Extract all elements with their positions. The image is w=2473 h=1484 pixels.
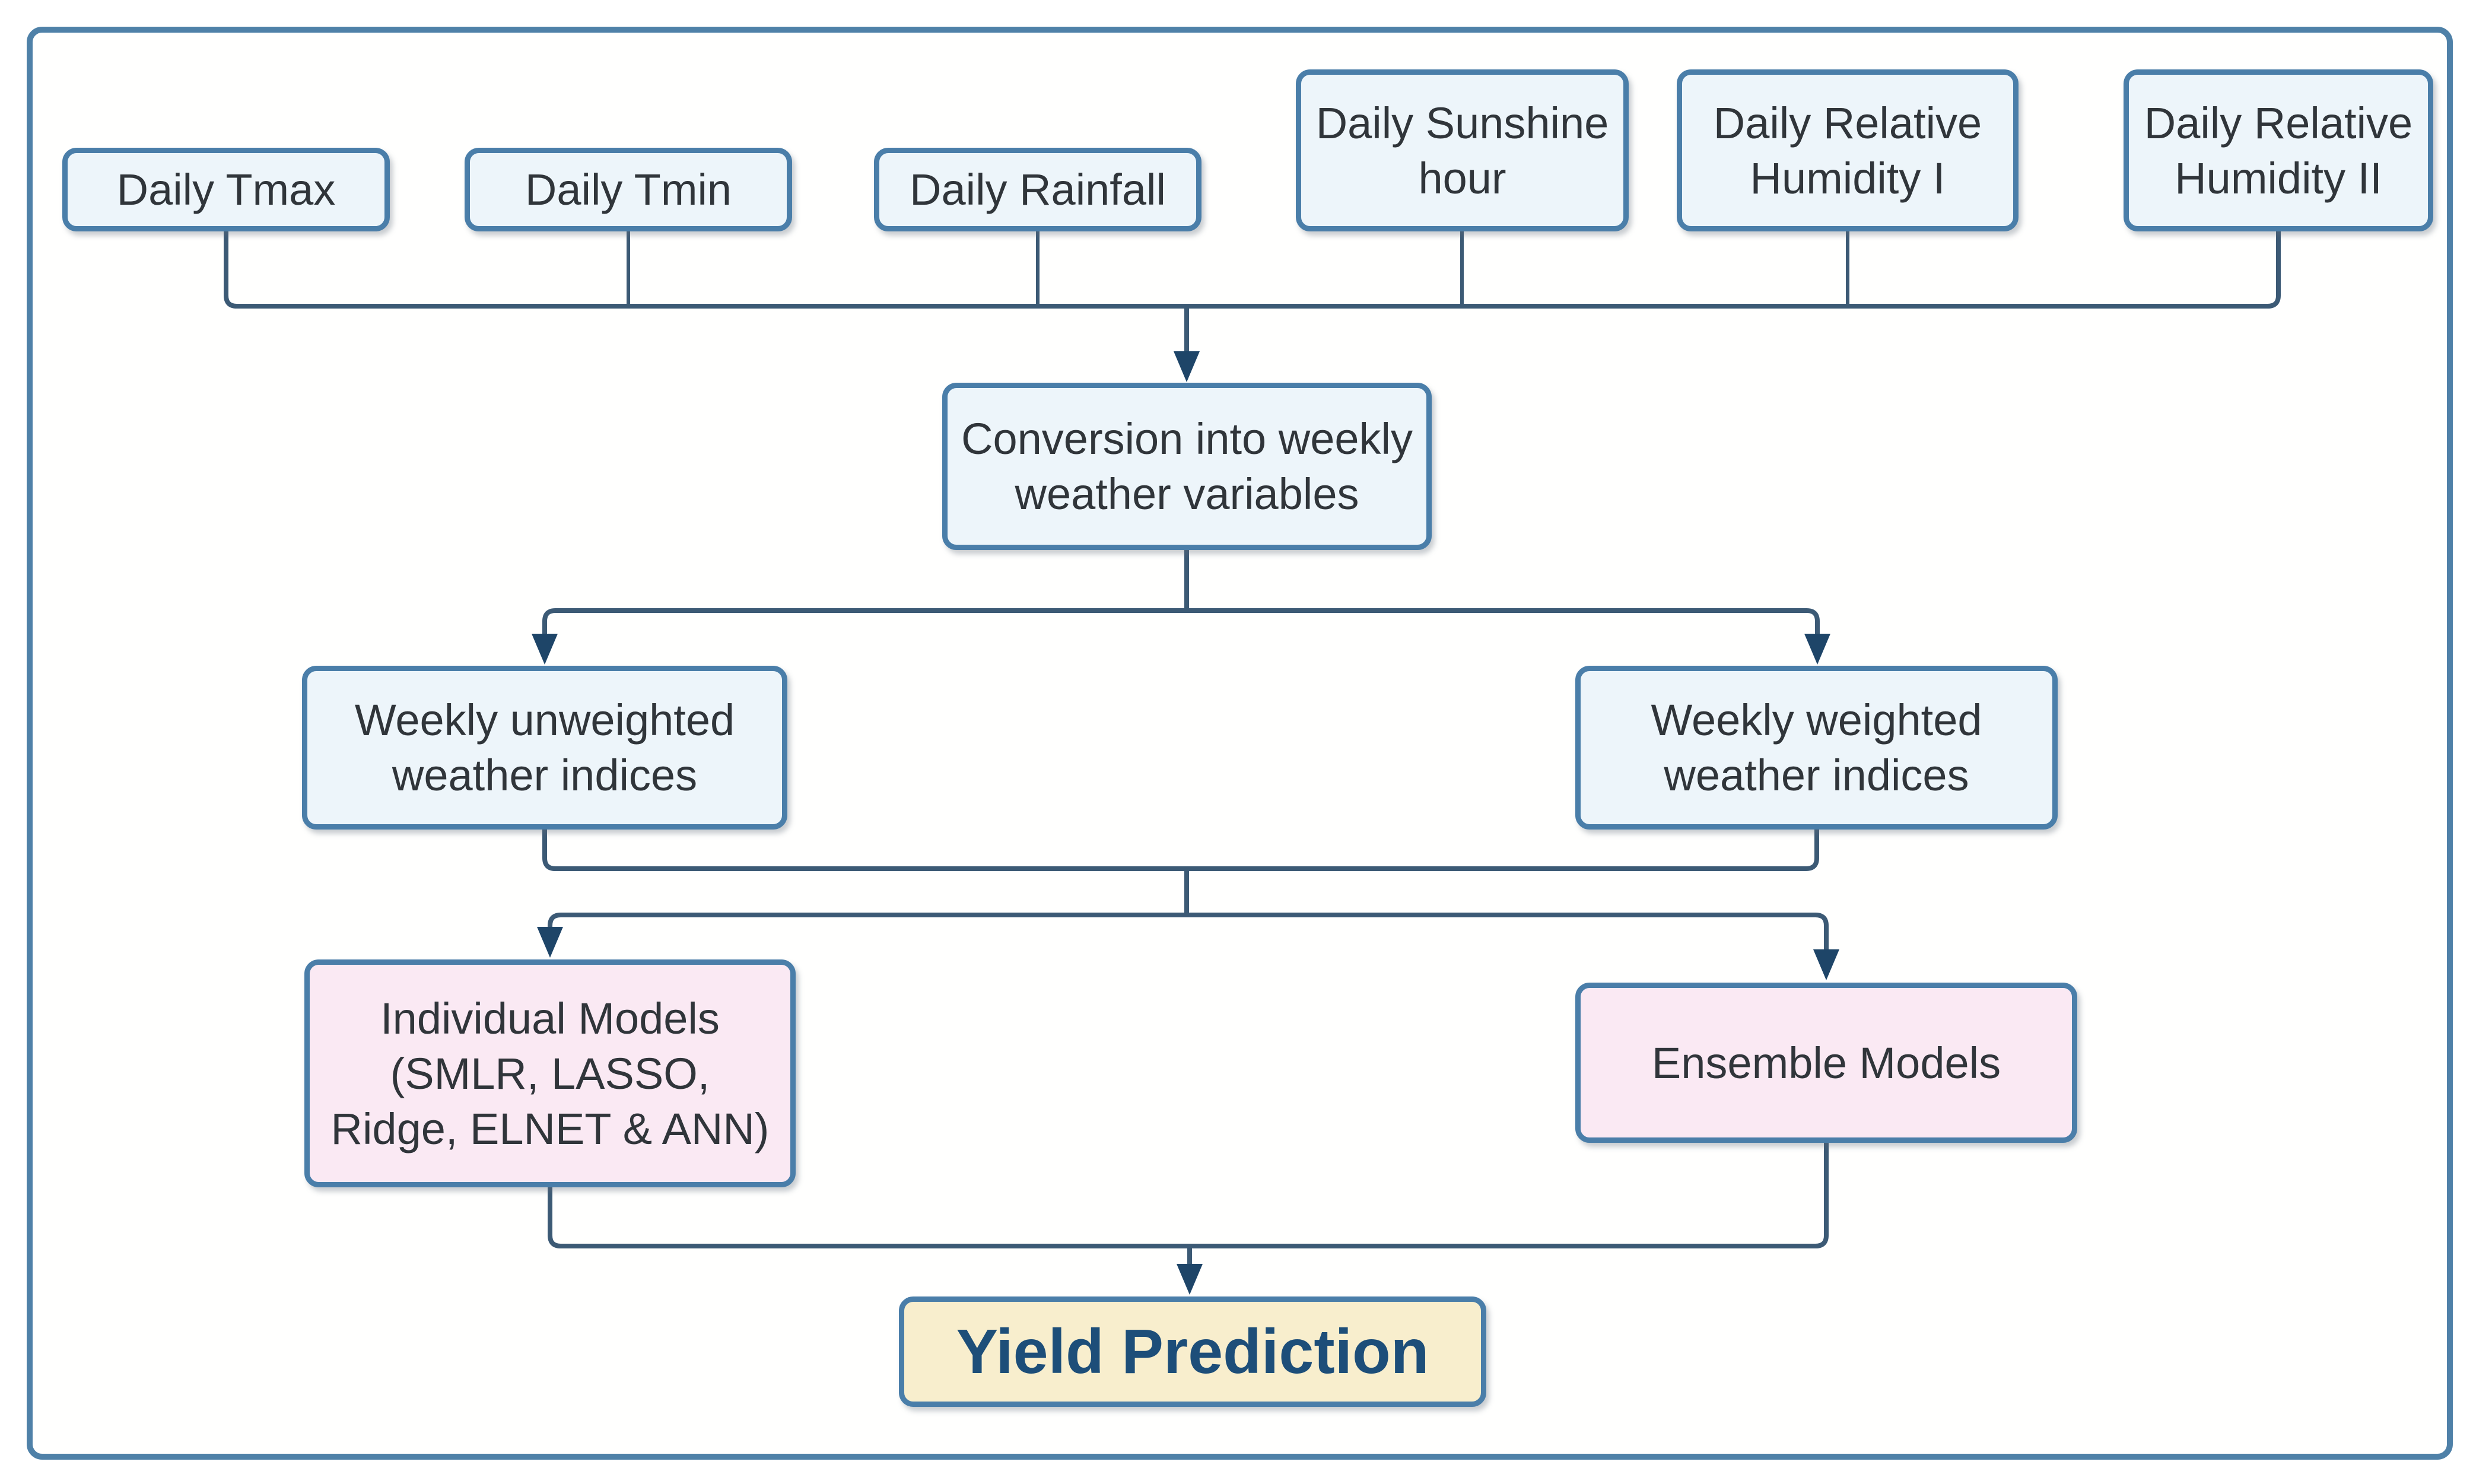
node-daily-rainfall: Daily Rainfall bbox=[874, 148, 1201, 231]
node-label: Daily Sunshine hour bbox=[1315, 98, 1609, 203]
node-label: Weekly unweighted weather indices bbox=[354, 695, 735, 800]
node-label: Daily Tmin bbox=[525, 165, 732, 214]
node-daily-tmax: Daily Tmax bbox=[62, 148, 390, 231]
node-daily-relative-humidity-2: Daily Relative Humidity II bbox=[2124, 69, 2433, 231]
node-label: Conversion into weekly weather variables bbox=[961, 414, 1413, 519]
node-label: Yield Prediction bbox=[956, 1317, 1429, 1387]
node-label: Individual Models (SMLR, LASSO, Ridge, E… bbox=[330, 993, 770, 1153]
node-conversion-weekly: Conversion into weekly weather variables bbox=[942, 383, 1432, 550]
node-label: Daily Tmax bbox=[116, 165, 336, 214]
node-weekly-weighted-indices: Weekly weighted weather indices bbox=[1575, 666, 2058, 830]
node-yield-prediction: Yield Prediction bbox=[899, 1296, 1486, 1407]
node-ensemble-models: Ensemble Models bbox=[1575, 983, 2077, 1143]
node-weekly-unweighted-indices: Weekly unweighted weather indices bbox=[302, 666, 787, 830]
node-label: Daily Rainfall bbox=[910, 165, 1166, 214]
node-label: Weekly weighted weather indices bbox=[1651, 695, 1982, 800]
node-daily-sunshine-hour: Daily Sunshine hour bbox=[1296, 69, 1629, 231]
node-daily-tmin: Daily Tmin bbox=[465, 148, 792, 231]
node-label: Daily Relative Humidity II bbox=[2144, 98, 2413, 203]
node-daily-relative-humidity-1: Daily Relative Humidity I bbox=[1677, 69, 2019, 231]
node-label: Daily Relative Humidity I bbox=[1713, 98, 1982, 203]
node-individual-models: Individual Models (SMLR, LASSO, Ridge, E… bbox=[304, 959, 796, 1187]
node-label: Ensemble Models bbox=[1651, 1038, 2001, 1088]
